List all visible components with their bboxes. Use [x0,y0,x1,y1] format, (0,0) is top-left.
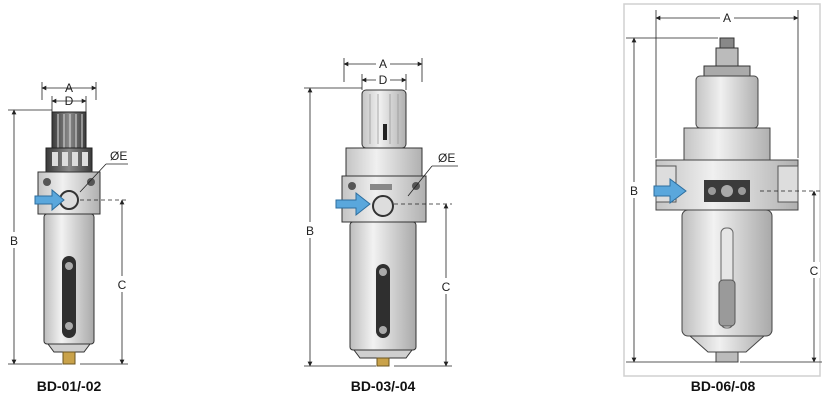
caption-bd-06-08: BD-06/-08 [690,378,756,394]
inlet-arrow [34,188,65,212]
dim-c-label: C [810,264,819,278]
caption-bd-03-04: BD-03/-04 [350,378,416,394]
inlet-arrow [335,191,371,217]
dim-a-label: A [723,11,731,25]
caption-bd-01-02: BD-01/-02 [36,378,102,394]
inlet-arrow [653,178,687,204]
dim-a-label: A [65,81,73,95]
dim-e-label: ØE [110,149,127,163]
dim-d-label: D [65,94,74,108]
dim-c-label: C [118,278,127,292]
unit-body [341,89,427,367]
dim-b-label: B [630,184,638,198]
figure-frame [623,3,821,377]
figure-bd-03-04: A D ØE B C [304,56,458,367]
unit-body [655,37,799,363]
dim-a-label: A [379,57,387,71]
dim-c-label: C [442,280,451,294]
dim-e-label: ØE [438,151,455,165]
figure-bd-01-02: A D ØE B C [8,81,128,365]
dim-b-label: B [10,234,18,248]
unit-body [37,111,101,365]
dim-d-label: D [379,73,388,87]
figure-bd-06-08: A B C [623,3,822,377]
dim-b-label: B [306,224,314,238]
